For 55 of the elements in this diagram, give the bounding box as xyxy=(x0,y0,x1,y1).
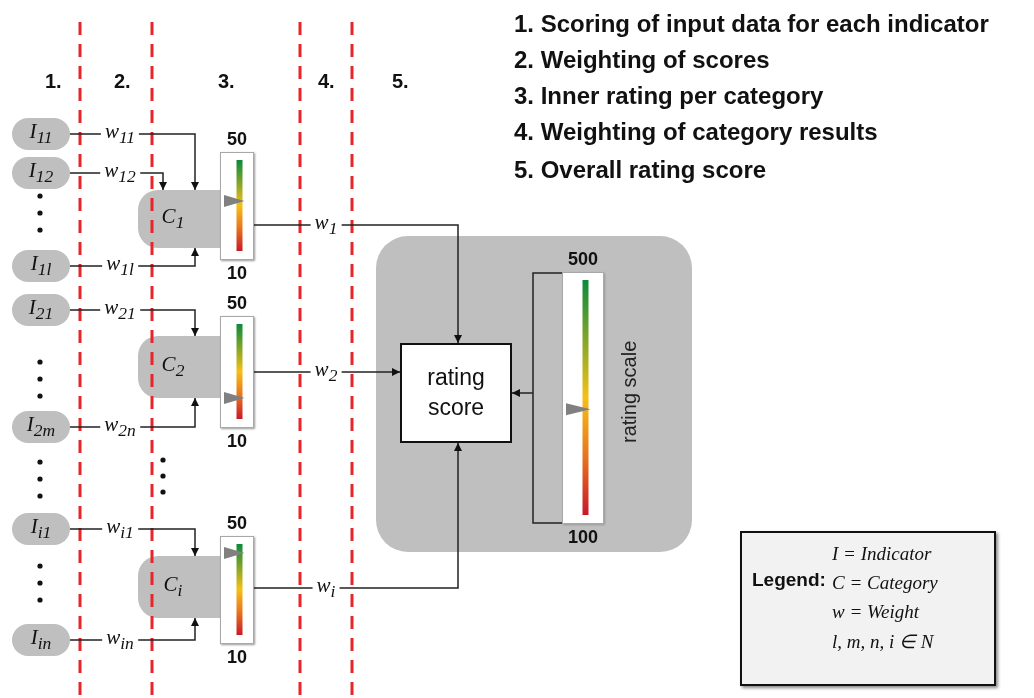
legend-box xyxy=(740,531,996,686)
indicator-symbol: I$_{in}$ xyxy=(30,625,52,655)
indicator-pill xyxy=(12,250,70,282)
rating-score-box xyxy=(400,343,512,443)
step-description: 1. Scoring of input data for each indicator xyxy=(514,10,989,38)
legend-entry: w = Weight xyxy=(832,601,920,623)
column-number: 5. xyxy=(392,70,409,93)
scale-value: 10 xyxy=(226,262,248,284)
rating-panel xyxy=(376,236,692,552)
arrow xyxy=(253,442,462,589)
indicator-pill xyxy=(12,294,70,326)
legend-entry: C = Category xyxy=(832,572,938,594)
indicator-symbol: I$_{1l}$ xyxy=(30,251,52,281)
indicator-pill xyxy=(12,624,70,656)
category-symbol: C$_{1}$ xyxy=(161,204,185,234)
column-number: 4. xyxy=(318,70,335,93)
scale-value: 10 xyxy=(226,430,248,452)
column-number: 1. xyxy=(45,70,62,93)
scale-value: 100 xyxy=(566,526,599,548)
gauge xyxy=(220,536,254,644)
scale-value: 50 xyxy=(226,512,248,534)
arrow xyxy=(253,224,462,344)
indicator-symbol: I$_{12}$ xyxy=(28,158,54,188)
column-number: 2. xyxy=(114,70,131,93)
category-box xyxy=(138,556,222,618)
indicator-pill xyxy=(12,118,70,150)
indicator-symbol: I$_{i1}$ xyxy=(30,514,52,544)
rating-scale-gauge xyxy=(562,272,604,524)
column-number: 3. xyxy=(218,70,235,93)
indicator-pill xyxy=(12,157,70,189)
scale-value: 50 xyxy=(226,292,248,314)
legend-title: Legend: xyxy=(752,569,826,591)
step-description: 5. Overall rating score xyxy=(514,156,767,184)
category-box xyxy=(138,336,222,398)
box-label: rating score xyxy=(426,363,486,422)
category-symbol: C$_{2}$ xyxy=(161,352,185,382)
scale-title: rating scale xyxy=(618,339,641,446)
step-description: 3. Inner rating per category xyxy=(514,82,824,110)
indicator-symbol: I$_{11}$ xyxy=(29,119,53,149)
indicator-pill xyxy=(12,513,70,545)
arrow xyxy=(511,272,563,524)
step-description: 4. Weighting of category results xyxy=(514,118,878,146)
scale-value: 500 xyxy=(566,248,599,270)
gauge xyxy=(220,152,254,260)
indicator-symbol: I$_{21}$ xyxy=(28,295,54,325)
category-box xyxy=(138,190,222,248)
legend-entry: l, m, n, i ∈ N xyxy=(832,630,934,653)
step-description: 2. Weighting of scores xyxy=(514,46,770,74)
legend-entry: I = Indicator xyxy=(832,543,932,565)
indicator-symbol: I$_{2m}$ xyxy=(26,412,56,442)
gauge xyxy=(220,316,254,428)
category-symbol: C$_{i}$ xyxy=(163,572,183,602)
indicator-pill xyxy=(12,411,70,443)
scale-value: 10 xyxy=(226,646,248,668)
scale-value: 50 xyxy=(226,128,248,150)
